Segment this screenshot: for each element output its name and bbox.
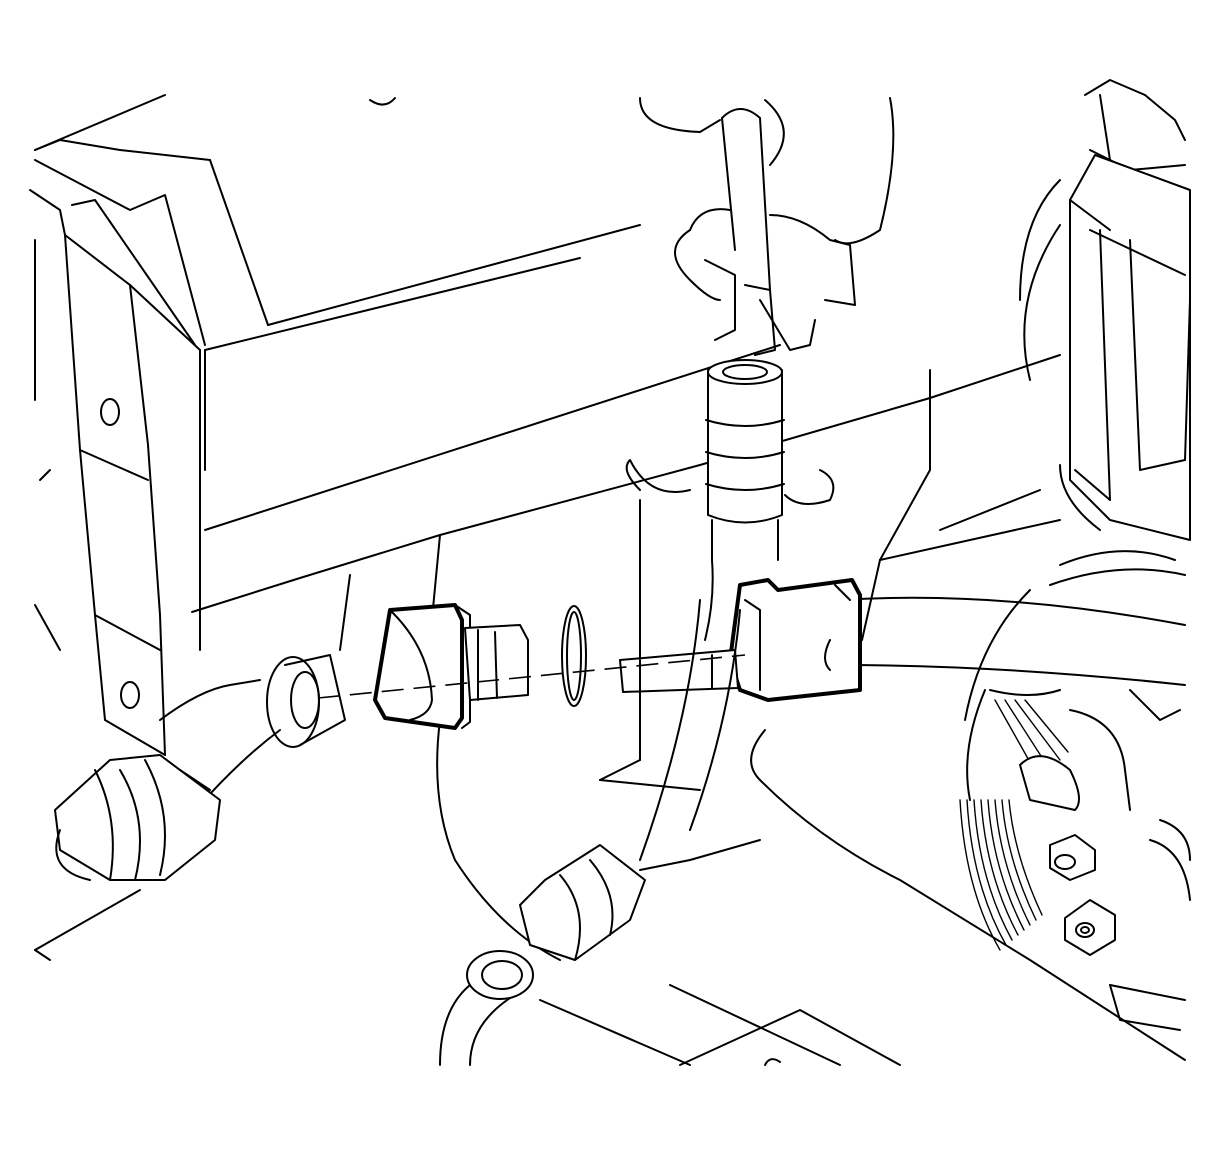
sealing-washer bbox=[266, 654, 346, 748]
engine-block bbox=[34, 94, 1186, 1066]
compressor bbox=[1019, 79, 1191, 541]
hose-fitting-nut bbox=[373, 603, 529, 730]
refrigerant-hose-lower bbox=[54, 599, 741, 1066]
block-fitting-tube bbox=[619, 578, 1186, 702]
compressor-bolts bbox=[1049, 819, 1191, 1031]
compressor-pulley bbox=[959, 550, 1186, 951]
mounting-bracket bbox=[29, 159, 206, 756]
assembly-centerline bbox=[317, 654, 746, 699]
o-ring-seal bbox=[561, 605, 587, 707]
refrigerant-hose-upper bbox=[674, 99, 856, 641]
